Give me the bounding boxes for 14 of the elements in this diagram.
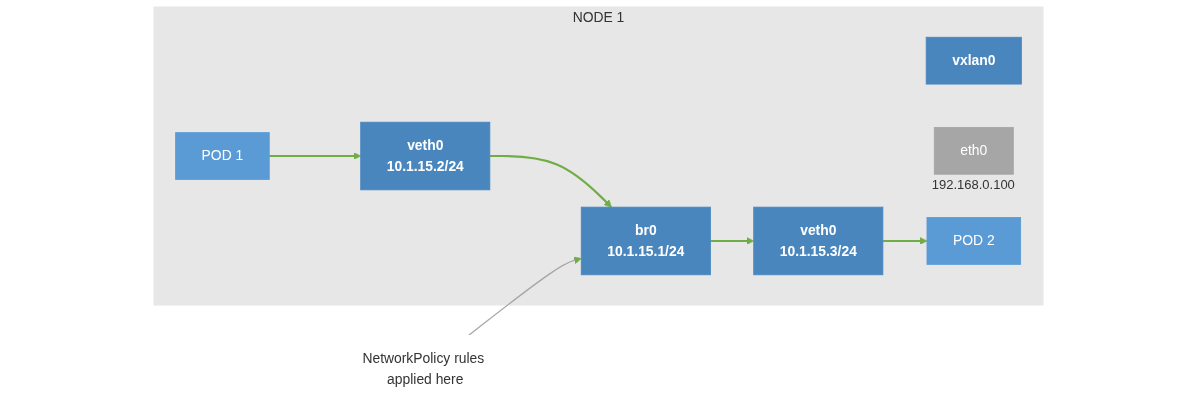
node-box: eth0	[933, 127, 1014, 175]
arrow	[882, 237, 927, 245]
node-box: veth0 10.1.15.2/24	[359, 121, 490, 191]
arrow	[268, 152, 361, 160]
arrow	[489, 154, 612, 208]
arrow	[709, 237, 754, 245]
arrow	[467, 256, 582, 337]
node-box: POD 2	[926, 217, 1021, 265]
node-box: br0 10.1.15.1/24	[580, 206, 711, 276]
node-text: NetworkPolicy rules applied here	[361, 351, 484, 387]
node-box: veth0 10.1.15.3/24	[752, 206, 883, 276]
node-box: vxlan0	[925, 36, 1022, 85]
address-label: 192.168.0.100	[931, 177, 1015, 194]
node-box: POD 1	[174, 132, 270, 180]
